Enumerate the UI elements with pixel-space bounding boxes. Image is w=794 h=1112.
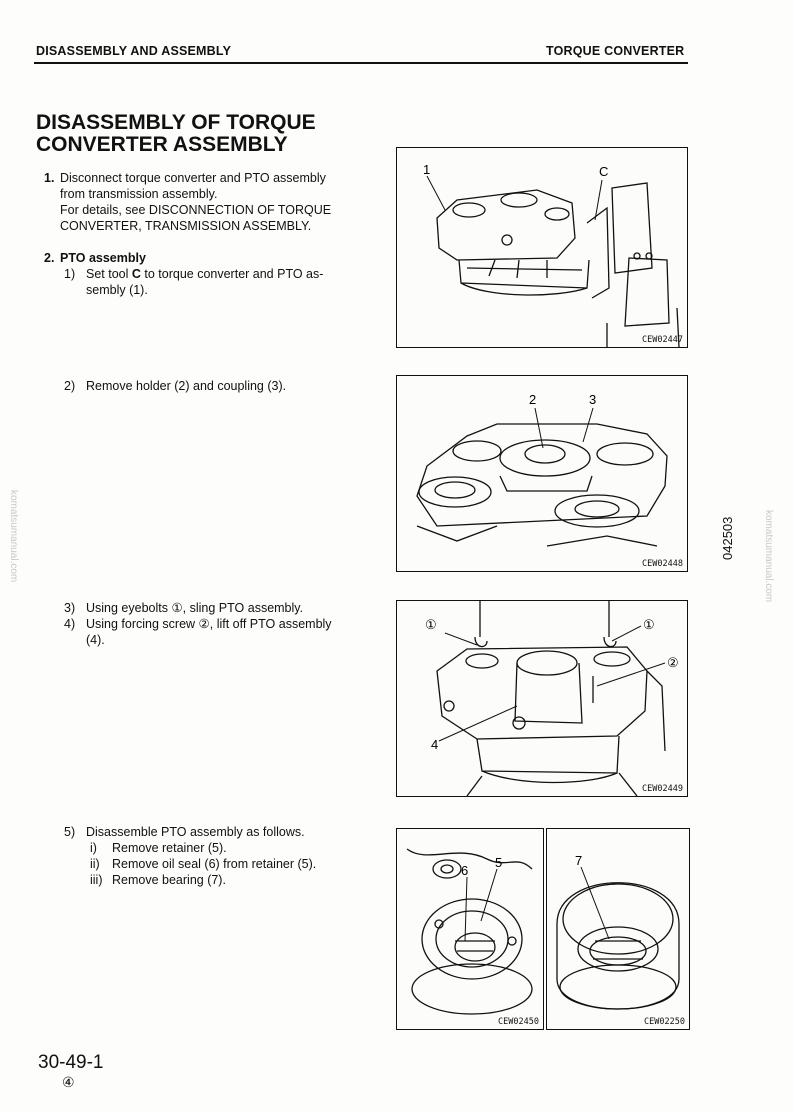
step-2-2-number: 2) <box>64 379 76 393</box>
fig4-label-5: 5 <box>495 855 502 870</box>
side-document-code: 042503 <box>720 516 735 560</box>
fig3-label-4: 4 <box>431 737 438 752</box>
step-1-number: 1. <box>44 171 55 185</box>
fig3-label-eyebolt-left: ① <box>425 617 437 632</box>
step-2-5-text: Disassemble PTO assembly as follows. <box>86 825 305 839</box>
step-2-5-i-number: i) <box>90 841 97 855</box>
step-2-2-text: Remove holder (2) and coupling (3). <box>86 379 287 393</box>
step-2-number: 2. <box>44 251 55 265</box>
page-title: DISASSEMBLY OF TORQUE CONVERTER ASSEMBLY <box>36 111 316 156</box>
fig4-code: CEW02450 <box>498 1017 539 1027</box>
header-rule <box>34 62 688 64</box>
header-right: TORQUE CONVERTER <box>546 44 685 58</box>
step-2-1-line-1: Set tool C to torque converter and PTO a… <box>86 266 323 282</box>
figure-holder-coupling-drawing: 2 3 <box>416 392 668 547</box>
step-2-1-text-c: to torque converter and PTO as- <box>144 267 324 281</box>
revision-mark: ④ <box>62 1074 75 1090</box>
watermark-right: komatsumanual.com <box>763 510 774 603</box>
fig5-code: CEW02250 <box>644 1017 685 1027</box>
step-2-5-iii-number: iii) <box>90 873 103 887</box>
step-2-3-text: Using eyebolts ①, sling PTO assembly. <box>86 601 304 615</box>
step-2-3-number: 3) <box>64 601 76 615</box>
figure-sling-pto-drawing: ① ① ② 4 <box>425 601 679 796</box>
step-2-1-number: 1) <box>64 267 76 281</box>
step-2-4-line-1: Using forcing screw ②, lift off PTO asse… <box>86 617 332 631</box>
figure-holder-coupling: 2 3 CEW02448 <box>396 375 688 572</box>
fig2-code: CEW02448 <box>642 559 683 569</box>
fig1-label-c: C <box>599 164 608 179</box>
step-2-1-text-a: Set tool <box>86 267 129 281</box>
fig3-label-eyebolt-right: ① <box>643 617 655 632</box>
step-2-4-number: 4) <box>64 617 76 631</box>
step-1-line-4: CONVERTER, TRANSMISSION ASSEMBLY. <box>60 219 312 233</box>
step-1-line-3: For details, see DISCONNECTION OF TORQUE <box>60 203 332 217</box>
fig3-code: CEW02449 <box>642 784 683 794</box>
tool-c-ref: C <box>131 267 141 281</box>
fig1-label-1: 1 <box>423 162 430 177</box>
figure-tool-set: 1 C CEW02447 <box>396 147 688 348</box>
fig3-label-forcing-screw: ② <box>667 655 679 670</box>
figure-tool-set-drawing: 1 C <box>423 162 680 347</box>
page-number: 30-49-1 <box>38 1052 104 1073</box>
step-2-5-ii-text: Remove oil seal (6) from retainer (5). <box>112 857 317 871</box>
step-2-5-number: 5) <box>64 825 76 839</box>
header-left: DISASSEMBLY AND ASSEMBLY <box>36 44 232 58</box>
step-2-5-ii-number: ii) <box>90 857 100 871</box>
fig4-label-6: 6 <box>461 863 468 878</box>
step-1-line-1: Disconnect torque converter and PTO asse… <box>60 171 326 185</box>
step-1-line-2: from transmission assembly. <box>60 187 218 201</box>
fig5-label-7: 7 <box>575 853 582 868</box>
step-2-title: PTO assembly <box>60 251 146 265</box>
step-2-4-line-2: (4). <box>86 633 105 647</box>
figure-retainer-drawing: 6 5 <box>406 848 533 1015</box>
step-2-1-line-2: sembly (1). <box>86 283 148 297</box>
figure-bearing-drawing: 7 <box>556 853 680 1010</box>
figure-retainer: 6 5 CEW02450 <box>396 828 544 1030</box>
watermark-left: komatsumanual.com <box>8 490 19 583</box>
figure-sling-pto: ① ① ② 4 CEW02449 <box>396 600 688 797</box>
step-2-5-iii-text: Remove bearing (7). <box>112 873 226 887</box>
fig2-label-3: 3 <box>589 392 596 407</box>
figure-bearing: 7 CEW02250 <box>546 828 690 1030</box>
fig2-label-2: 2 <box>529 392 536 407</box>
step-2-5-i-text: Remove retainer (5). <box>112 841 227 855</box>
fig1-code: CEW02447 <box>642 335 683 345</box>
